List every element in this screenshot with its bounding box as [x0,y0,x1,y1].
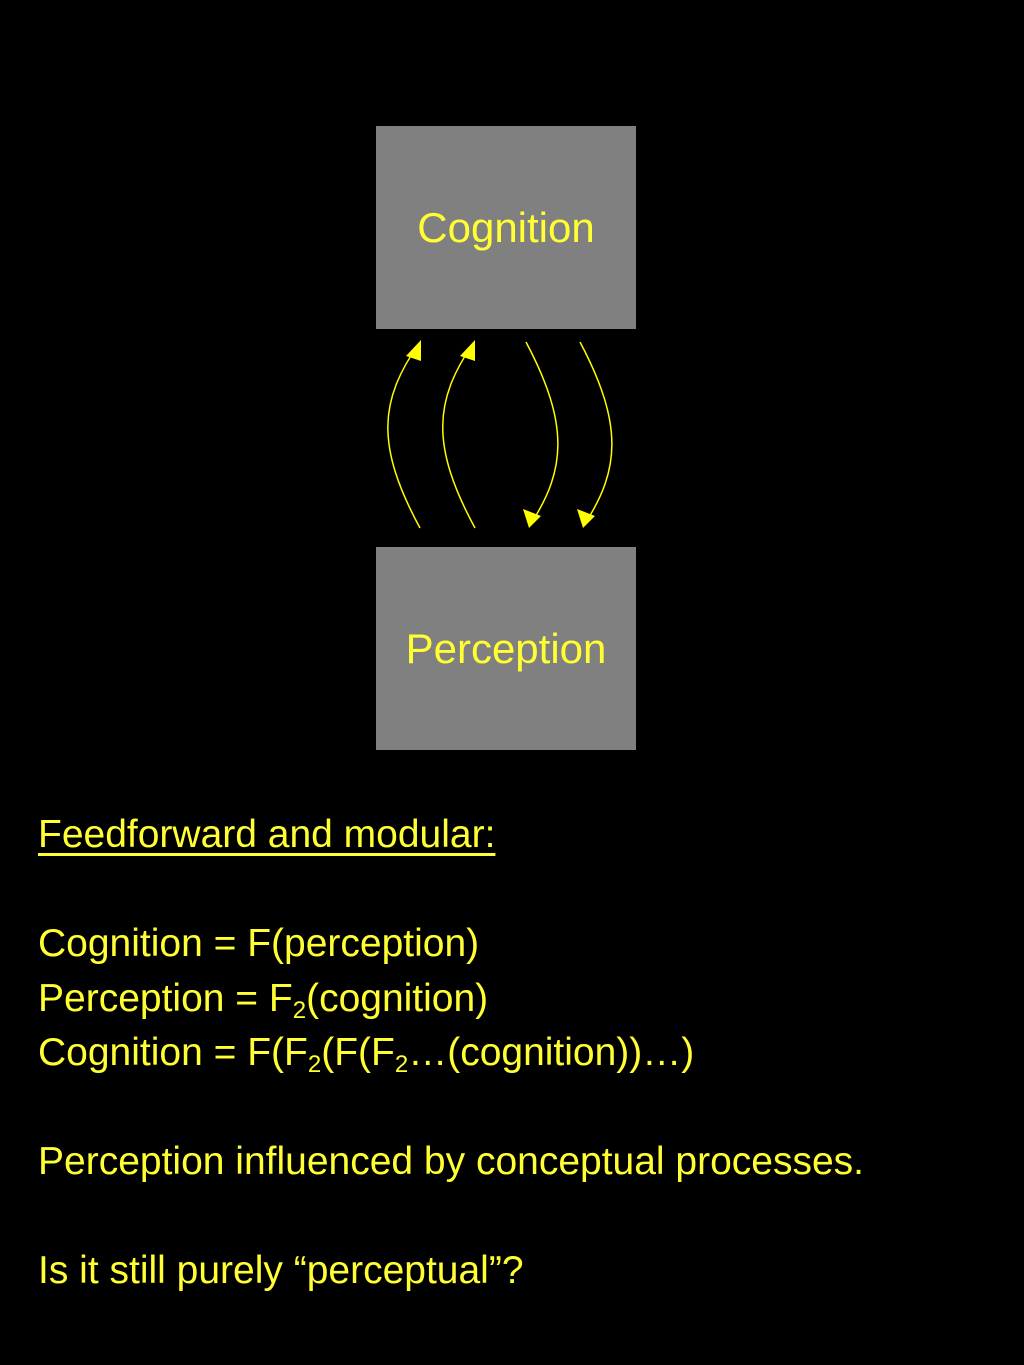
eq2-prefix: Perception = F [38,976,293,1020]
notes-text: Feedforward and modular: Cognition = F(p… [38,808,1018,1299]
eq2-suffix: (cognition) [306,976,489,1020]
equation-perception: Perception = F2(cognition) [38,972,1018,1027]
upward-arrowhead-2 [460,340,475,361]
statement-text: Perception influenced by conceptual proc… [38,1140,865,1183]
downward-arrow-2 [579,341,613,523]
question-text: Is it still purely “perceptual”? [38,1249,524,1292]
upward-arrow-1 [387,344,421,529]
downward-arrow-1 [525,341,559,523]
perception-box: Perception [376,547,636,750]
downward-arrowhead-2 [577,509,595,528]
upward-arrow-2 [442,344,476,529]
notes-heading: Feedforward and modular: [38,813,496,856]
spacer [38,1190,1018,1245]
perception-label: Perception [405,624,607,672]
cognition-label: Cognition [417,203,595,251]
equation-recursive: Cognition = F(F2(F(F2…(cognition))…) [38,1026,1018,1081]
spacer [38,863,1018,918]
downward-arrowhead-1 [523,509,541,528]
spacer [38,1081,1018,1136]
eq3-subscript-1: 2 [307,1051,322,1078]
equation-cognition: Cognition = F(perception) [38,922,480,965]
eq3-part-b: (F(F [321,1031,395,1074]
eq3-subscript-2: 2 [394,1051,409,1078]
eq3-part-c: …(cognition))…) [408,1031,695,1074]
eq3-part-a: Cognition = F(F [38,1031,308,1074]
eq2-subscript: 2 [292,996,307,1024]
upward-arrowhead-1 [406,340,421,361]
cognition-box: Cognition [376,126,636,329]
